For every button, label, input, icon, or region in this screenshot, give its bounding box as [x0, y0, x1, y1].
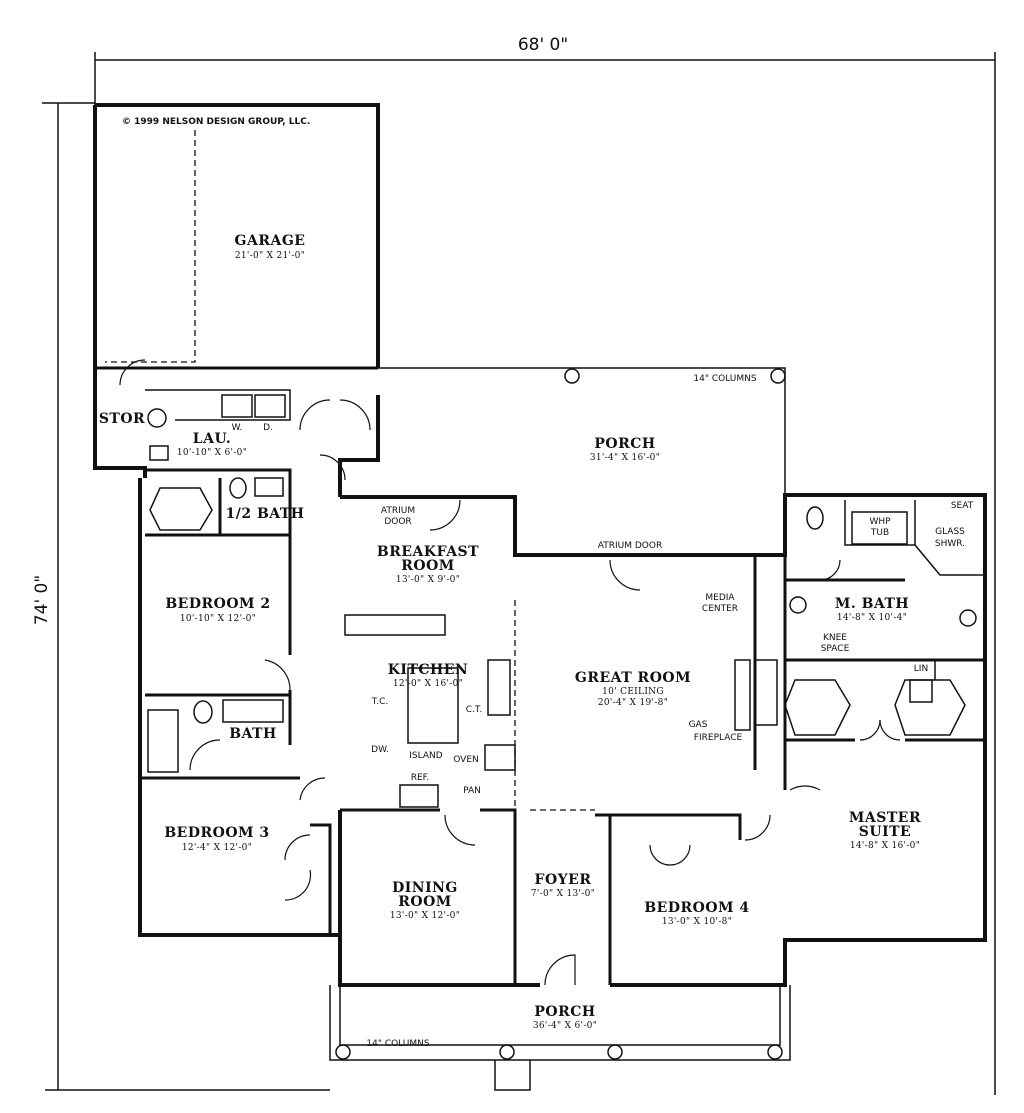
- atrium-door-label: ATRIUM: [381, 506, 415, 516]
- foyer-size: 7'-0" X 13'-0": [531, 889, 595, 899]
- pan-label: PAN: [463, 786, 481, 796]
- kitchen-label: KITCHEN: [388, 662, 468, 678]
- media-label-2: CENTER: [702, 604, 738, 614]
- atrium-door-2-label: ATRIUM DOOR: [598, 541, 662, 551]
- whp-label: WHP: [869, 517, 891, 527]
- glass-label: GLASS: [935, 527, 965, 537]
- garage-label: GARAGE: [235, 233, 306, 249]
- garage-slab-outline: [105, 130, 196, 363]
- dining-label: DINING: [392, 880, 458, 896]
- room-labels: GARAGE 21'-0" X 21'-0" STOR LAU. 10'-10"…: [99, 233, 974, 1049]
- front-porch-size: 36'-4" X 6'-0": [533, 1021, 597, 1031]
- front-porch-label: PORCH: [534, 1004, 595, 1020]
- washer-label: W.: [232, 423, 243, 433]
- rear-porch-size: 31'-4" X 16'-0": [590, 453, 660, 463]
- breakfast-label-2: ROOM: [401, 558, 455, 574]
- half-bath-label: 1/2 BATH: [225, 506, 304, 522]
- rear-porch-label: PORCH: [594, 436, 655, 452]
- space-label: SPACE: [821, 644, 850, 654]
- depth-dimension: 74' 0": [32, 575, 52, 625]
- ref-label: REF.: [411, 773, 430, 783]
- exterior-walls: [93, 103, 987, 987]
- fireplace-label: FIREPLACE: [694, 733, 743, 743]
- seat-label: SEAT: [951, 501, 974, 511]
- island-label: ISLAND: [409, 751, 442, 761]
- dimension-lines: [42, 52, 996, 1095]
- bedroom4-size: 13'-0" X 10'-8": [662, 917, 732, 927]
- m-bath-label: M. BATH: [835, 596, 909, 612]
- front-porch-outline: [329, 985, 791, 1061]
- breakfast-label: BREAKFAST: [377, 544, 479, 560]
- lau-size: 10'-10" X 6'-0": [177, 448, 247, 458]
- master-label: MASTER: [849, 810, 921, 826]
- oven-label: OVEN: [453, 755, 479, 765]
- bedroom2-label: BEDROOM 2: [165, 596, 270, 612]
- dining-label-2: ROOM: [398, 894, 452, 910]
- bedroom4-label: BEDROOM 4: [644, 900, 749, 916]
- master-size: 14'-8" X 16'-0": [850, 841, 920, 851]
- lau-label: LAU.: [193, 431, 232, 447]
- tub-label: TUB: [870, 528, 889, 538]
- bedroom3-label: BEDROOM 3: [164, 825, 269, 841]
- dryer-label: D.: [263, 423, 273, 433]
- breakfast-size: 13'-0" X 9'-0": [396, 575, 460, 585]
- lin-label: LIN: [914, 664, 928, 674]
- interior-walls: [95, 366, 985, 985]
- stor-label: STOR: [99, 411, 145, 427]
- width-dimension: 68' 0": [518, 35, 568, 55]
- garage-size: 21'-0" X 21'-0": [235, 251, 305, 261]
- tc-label: T.C.: [371, 697, 388, 707]
- dw-label: DW.: [371, 745, 389, 755]
- shwr-label: SHWR.: [935, 539, 965, 549]
- bedroom3-size: 12'-4" X 12'-0": [182, 843, 252, 853]
- rear-porch-outline: [378, 367, 786, 495]
- front-columns-note: 14" COLUMNS: [366, 1039, 429, 1049]
- great-room-note: 10' CEILING: [602, 687, 664, 697]
- dining-size: 13'-0" X 12'-0": [390, 911, 460, 921]
- door-swings: [119, 359, 901, 986]
- great-room-label: GREAT ROOM: [575, 670, 691, 686]
- atrium-door-label-2: DOOR: [384, 517, 411, 527]
- kitchen-size: 12'-0" X 16'-0": [393, 679, 463, 689]
- columns: [335, 368, 786, 1060]
- copyright-note: © 1999 NELSON DESIGN GROUP, LLC.: [122, 117, 310, 127]
- bath-label: BATH: [229, 726, 277, 742]
- m-bath-size: 14'-8" X 10'-4": [837, 613, 907, 623]
- bedroom2-size: 10'-10" X 12'-0": [180, 614, 256, 624]
- ct-label: C.T.: [466, 705, 482, 715]
- great-room-size: 20'-4" X 19'-8": [598, 698, 668, 708]
- knee-label: KNEE: [823, 633, 847, 643]
- master-label-2: SUITE: [859, 824, 911, 840]
- gas-label: GAS: [689, 720, 708, 730]
- fixtures: [147, 394, 977, 808]
- rear-columns-note: 14" COLUMNS: [693, 374, 756, 384]
- media-label: MEDIA: [705, 593, 735, 603]
- foyer-label: FOYER: [535, 872, 592, 888]
